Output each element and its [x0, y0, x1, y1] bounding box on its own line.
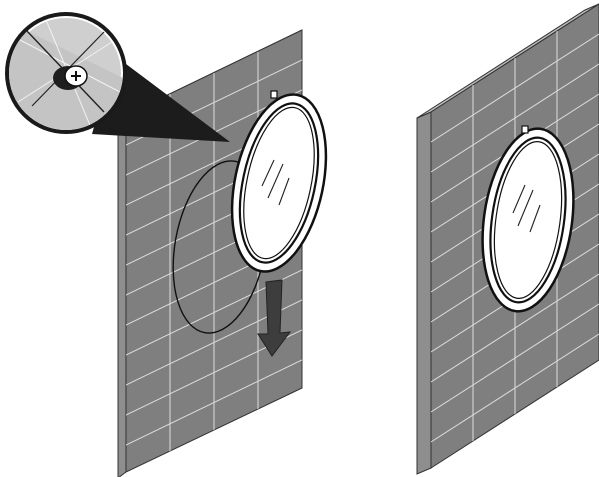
slide-down-arrow: [257, 279, 292, 357]
right-mirror-glare-lines: [512, 184, 541, 233]
left-mirror-bracket: [270, 90, 278, 99]
left-mirror-glare-lines: [261, 159, 290, 206]
screw-icon: [53, 65, 88, 90]
left-mirror: [230, 90, 328, 273]
right-mirror-bracket: [521, 125, 529, 134]
right-mirror: [481, 125, 575, 313]
screw-detail-zoom: [5, 12, 127, 134]
